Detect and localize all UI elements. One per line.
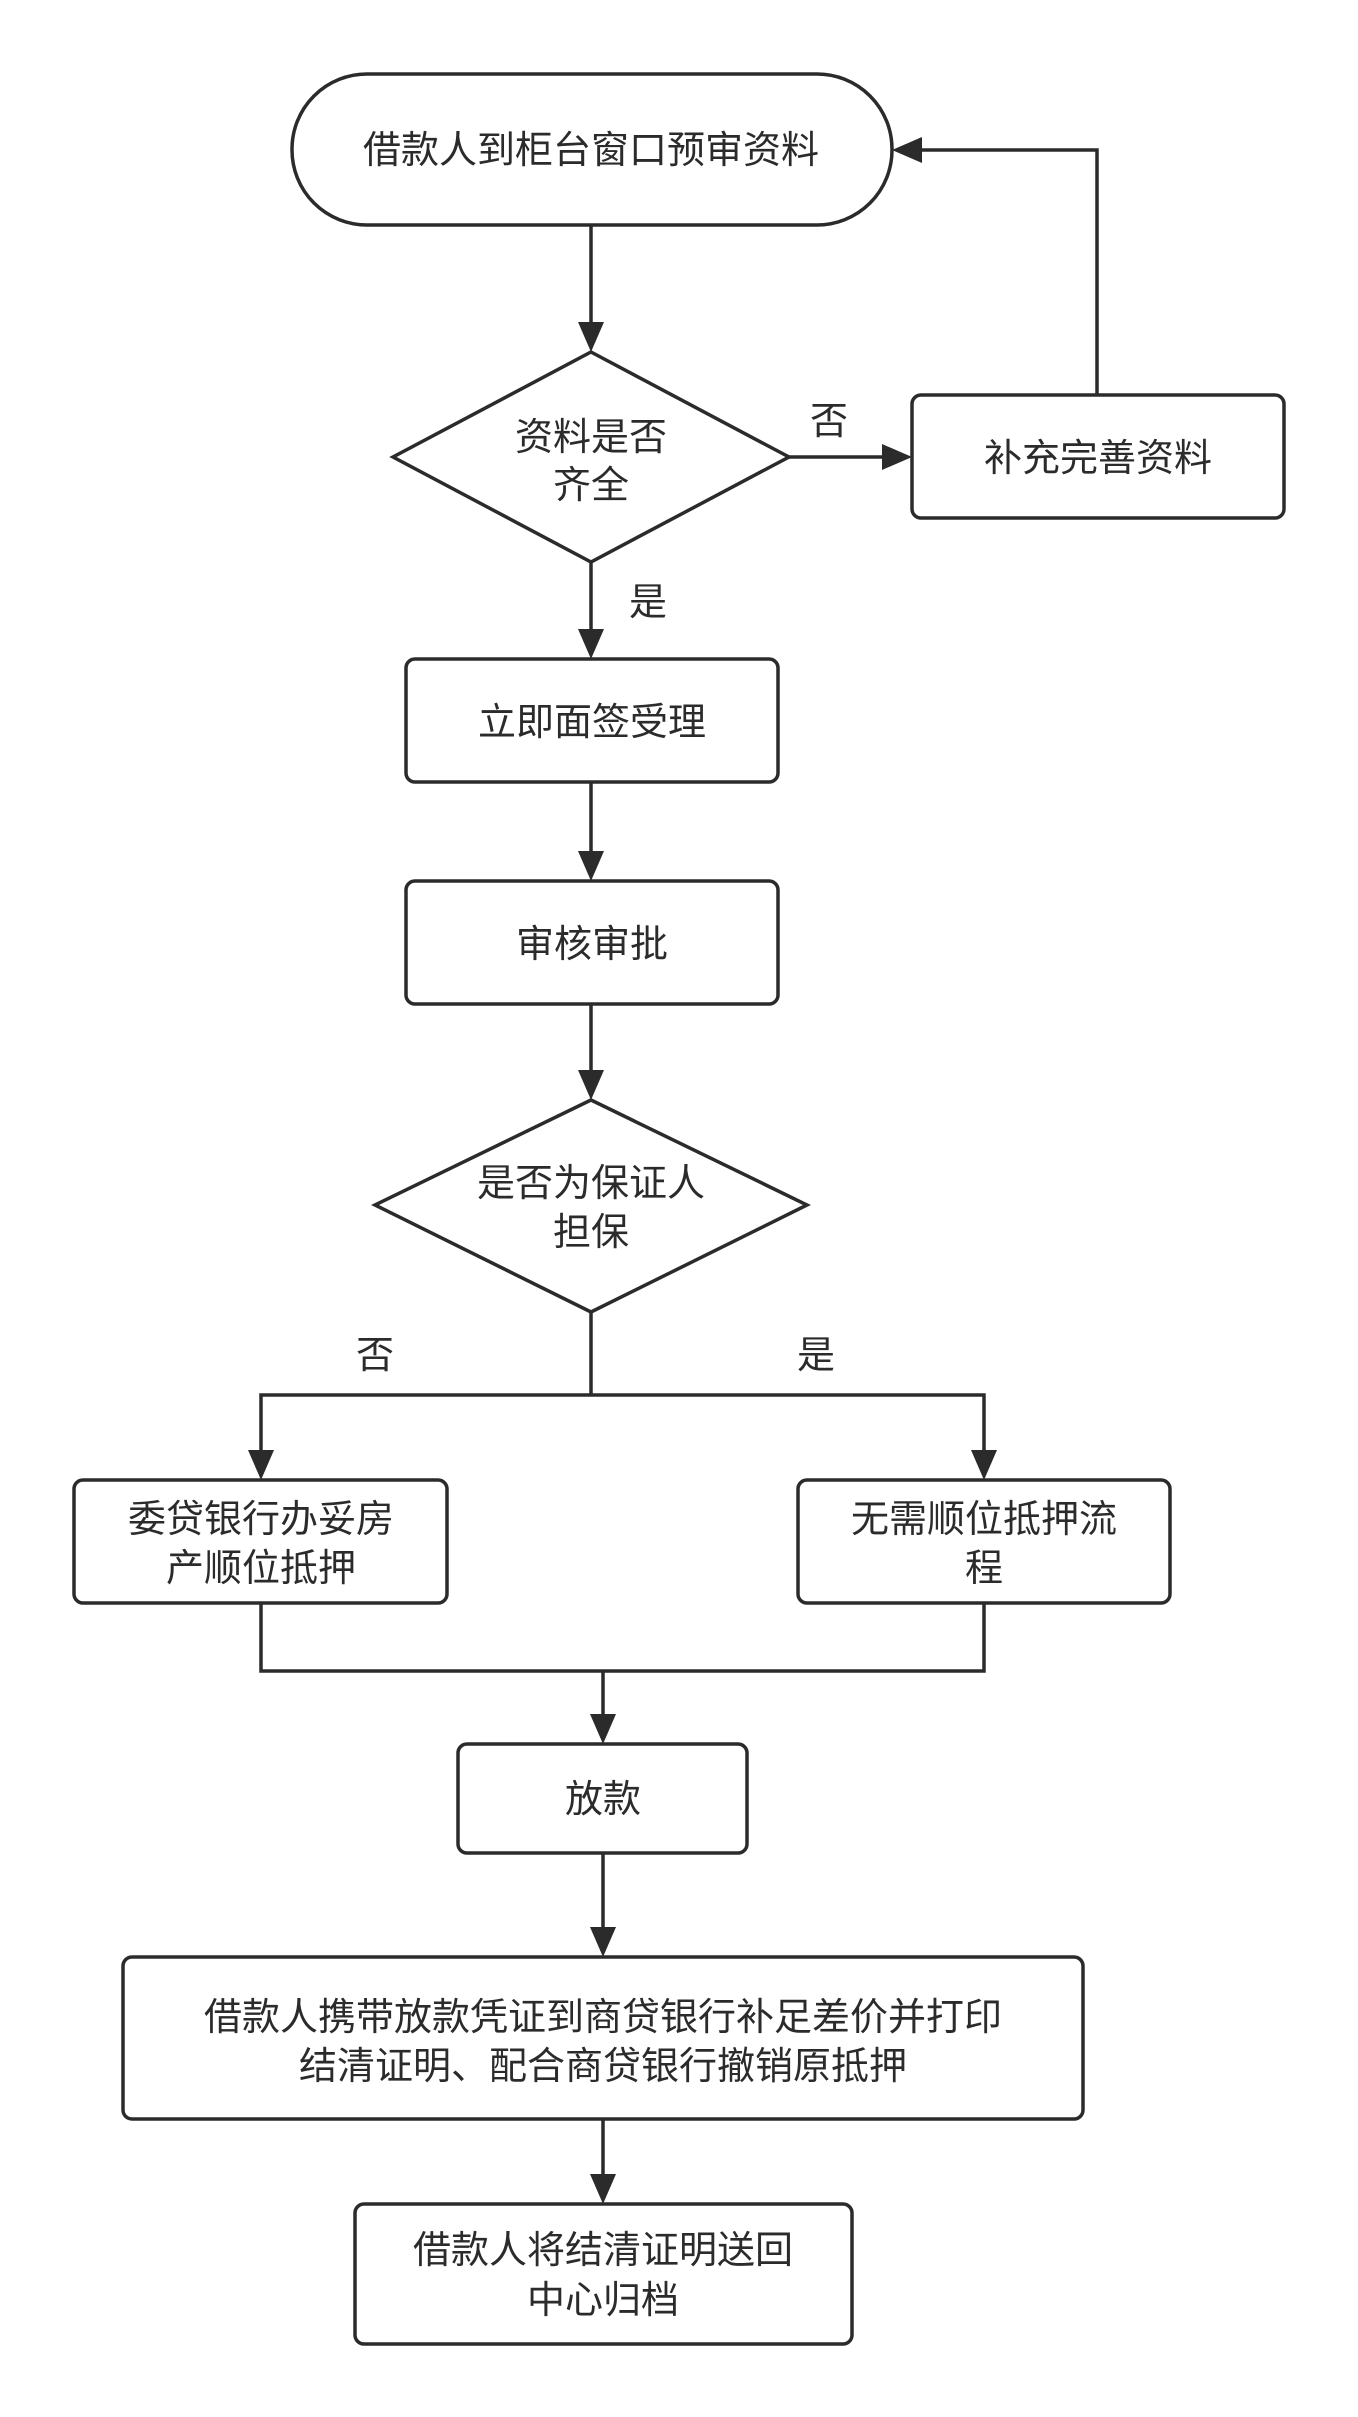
node-no-mortgage-label-2: 程 <box>965 1546 1003 1590</box>
node-no-mortgage-label-1: 无需顺位抵押流 <box>851 1497 1117 1541</box>
node-archive: 借款人将结清证明送回 中心归档 <box>353 2202 854 2346</box>
node-supplement-label: 补充完善资料 <box>984 436 1212 480</box>
arrowhead-icon <box>892 137 922 163</box>
edge-label-docs-no: 否 <box>810 399 848 443</box>
arrowhead-icon <box>248 1450 274 1480</box>
node-start-label: 借款人到柜台窗口预审资料 <box>363 128 819 172</box>
arrowhead-icon <box>882 444 912 470</box>
node-mortgage-label-1: 委贷银行办妥房 <box>128 1497 394 1541</box>
node-check-docs: 资料是否 齐全 <box>389 350 793 564</box>
edge-supplement-to-start <box>922 148 1099 395</box>
arrowhead-icon <box>578 322 604 352</box>
node-settle-label-1: 借款人携带放款凭证到商贷银行补足差价并打印 <box>204 1995 1002 2039</box>
node-archive-label-2: 中心归档 <box>527 2278 679 2322</box>
arrowhead-icon <box>590 1927 616 1957</box>
node-review-label: 审核审批 <box>516 922 668 966</box>
node-settle: 借款人携带放款凭证到商贷银行补足差价并打印 结清证明、配合商贷银行撤销原抵押 <box>121 1955 1085 2121</box>
node-check-docs-label-2: 齐全 <box>553 463 629 507</box>
edge-guarantor-branch <box>259 1312 986 1450</box>
arrowhead-icon <box>578 629 604 659</box>
node-accept-label: 立即面签受理 <box>478 700 706 744</box>
node-check-docs-label-1: 资料是否 <box>515 415 667 459</box>
edges <box>248 137 1099 2204</box>
node-archive-label-1: 借款人将结清证明送回 <box>413 2228 793 2272</box>
edge-label-guarantor-yes: 是 <box>797 1333 835 1377</box>
node-mortgage: 委贷银行办妥房 产顺位抵押 <box>72 1478 449 1605</box>
edge-merge <box>259 1603 986 1714</box>
node-accept: 立即面签受理 <box>404 657 780 784</box>
node-start: 借款人到柜台窗口预审资料 <box>290 72 894 227</box>
edge-label-guarantor-no: 否 <box>356 1333 394 1377</box>
arrowhead-icon <box>578 851 604 881</box>
arrowhead-icon <box>590 1714 616 1744</box>
arrowhead-icon <box>971 1450 997 1480</box>
node-review: 审核审批 <box>404 879 780 1006</box>
edge-label-docs-yes: 是 <box>629 580 667 624</box>
node-disburse-label: 放款 <box>565 1777 641 1821</box>
node-disburse: 放款 <box>456 1742 749 1855</box>
node-guarantor-label-1: 是否为保证人 <box>477 1161 705 1205</box>
node-mortgage-label-2: 产顺位抵押 <box>166 1546 356 1590</box>
node-settle-label-2: 结清证明、配合商贷银行撤销原抵押 <box>299 2044 907 2088</box>
node-guarantor: 是否为保证人 担保 <box>371 1098 811 1314</box>
node-guarantor-label-2: 担保 <box>553 1210 629 1254</box>
node-supplement: 补充完善资料 <box>910 393 1286 520</box>
node-no-mortgage: 无需顺位抵押流 程 <box>796 1478 1172 1605</box>
arrowhead-icon <box>578 1070 604 1100</box>
arrowhead-icon <box>590 2174 616 2204</box>
